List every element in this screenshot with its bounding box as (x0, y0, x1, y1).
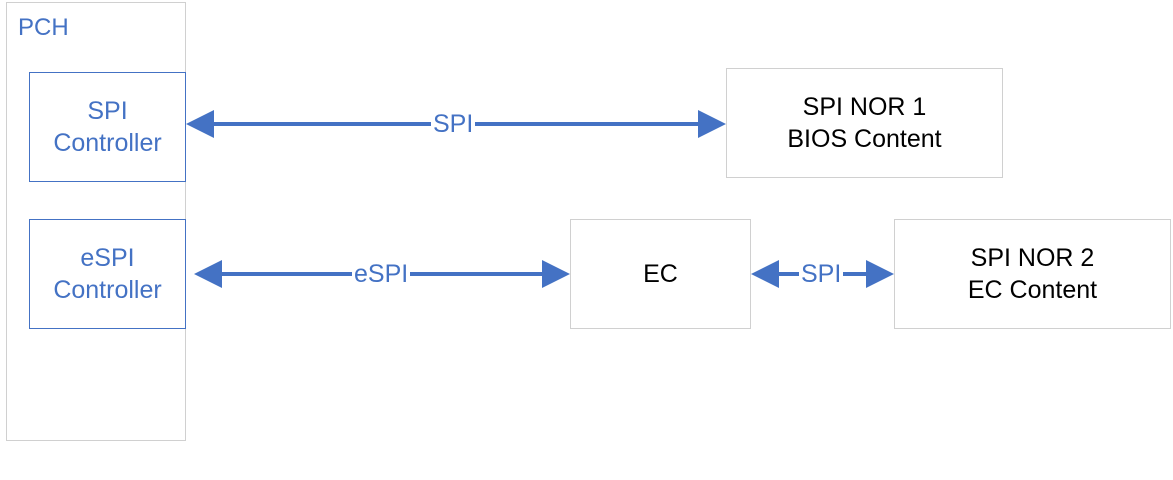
spi-ec-arrowhead-right (866, 260, 894, 288)
spi-nor-1-block: SPI NOR 1 BIOS Content (726, 68, 1003, 178)
spi-nor-2-block: SPI NOR 2 EC Content (894, 219, 1171, 329)
spi-controller-block: SPI Controller (29, 72, 186, 182)
espi-link-label: eSPI (352, 260, 411, 288)
ec-label: EC (643, 259, 678, 288)
espi-controller-line2: Controller (53, 276, 162, 304)
espi-controller-line1: eSPI (80, 243, 135, 272)
spi-top-arrowhead-right (698, 110, 726, 138)
spi-controller-line2: Controller (53, 129, 162, 157)
spi-nor-2-line2: EC Content (967, 276, 1098, 304)
espi-arrowhead-right (542, 260, 570, 288)
spi-nor-1-line2: BIOS Content (787, 125, 942, 153)
pch-label: PCH (18, 14, 69, 41)
spi-ec-link-label: SPI (799, 260, 844, 288)
spi-nor-2-line1: SPI NOR 2 (970, 243, 1095, 272)
spi-top-arrowhead-left (186, 110, 214, 138)
spi-top-link-label: SPI (431, 110, 476, 138)
espi-controller-block: eSPI Controller (29, 219, 186, 329)
spi-controller-line1: SPI (87, 96, 128, 125)
ec-block: EC (570, 219, 751, 329)
espi-arrowhead-left (194, 260, 222, 288)
spi-nor-1-line1: SPI NOR 1 (802, 92, 927, 121)
spi-ec-arrowhead-left (751, 260, 779, 288)
